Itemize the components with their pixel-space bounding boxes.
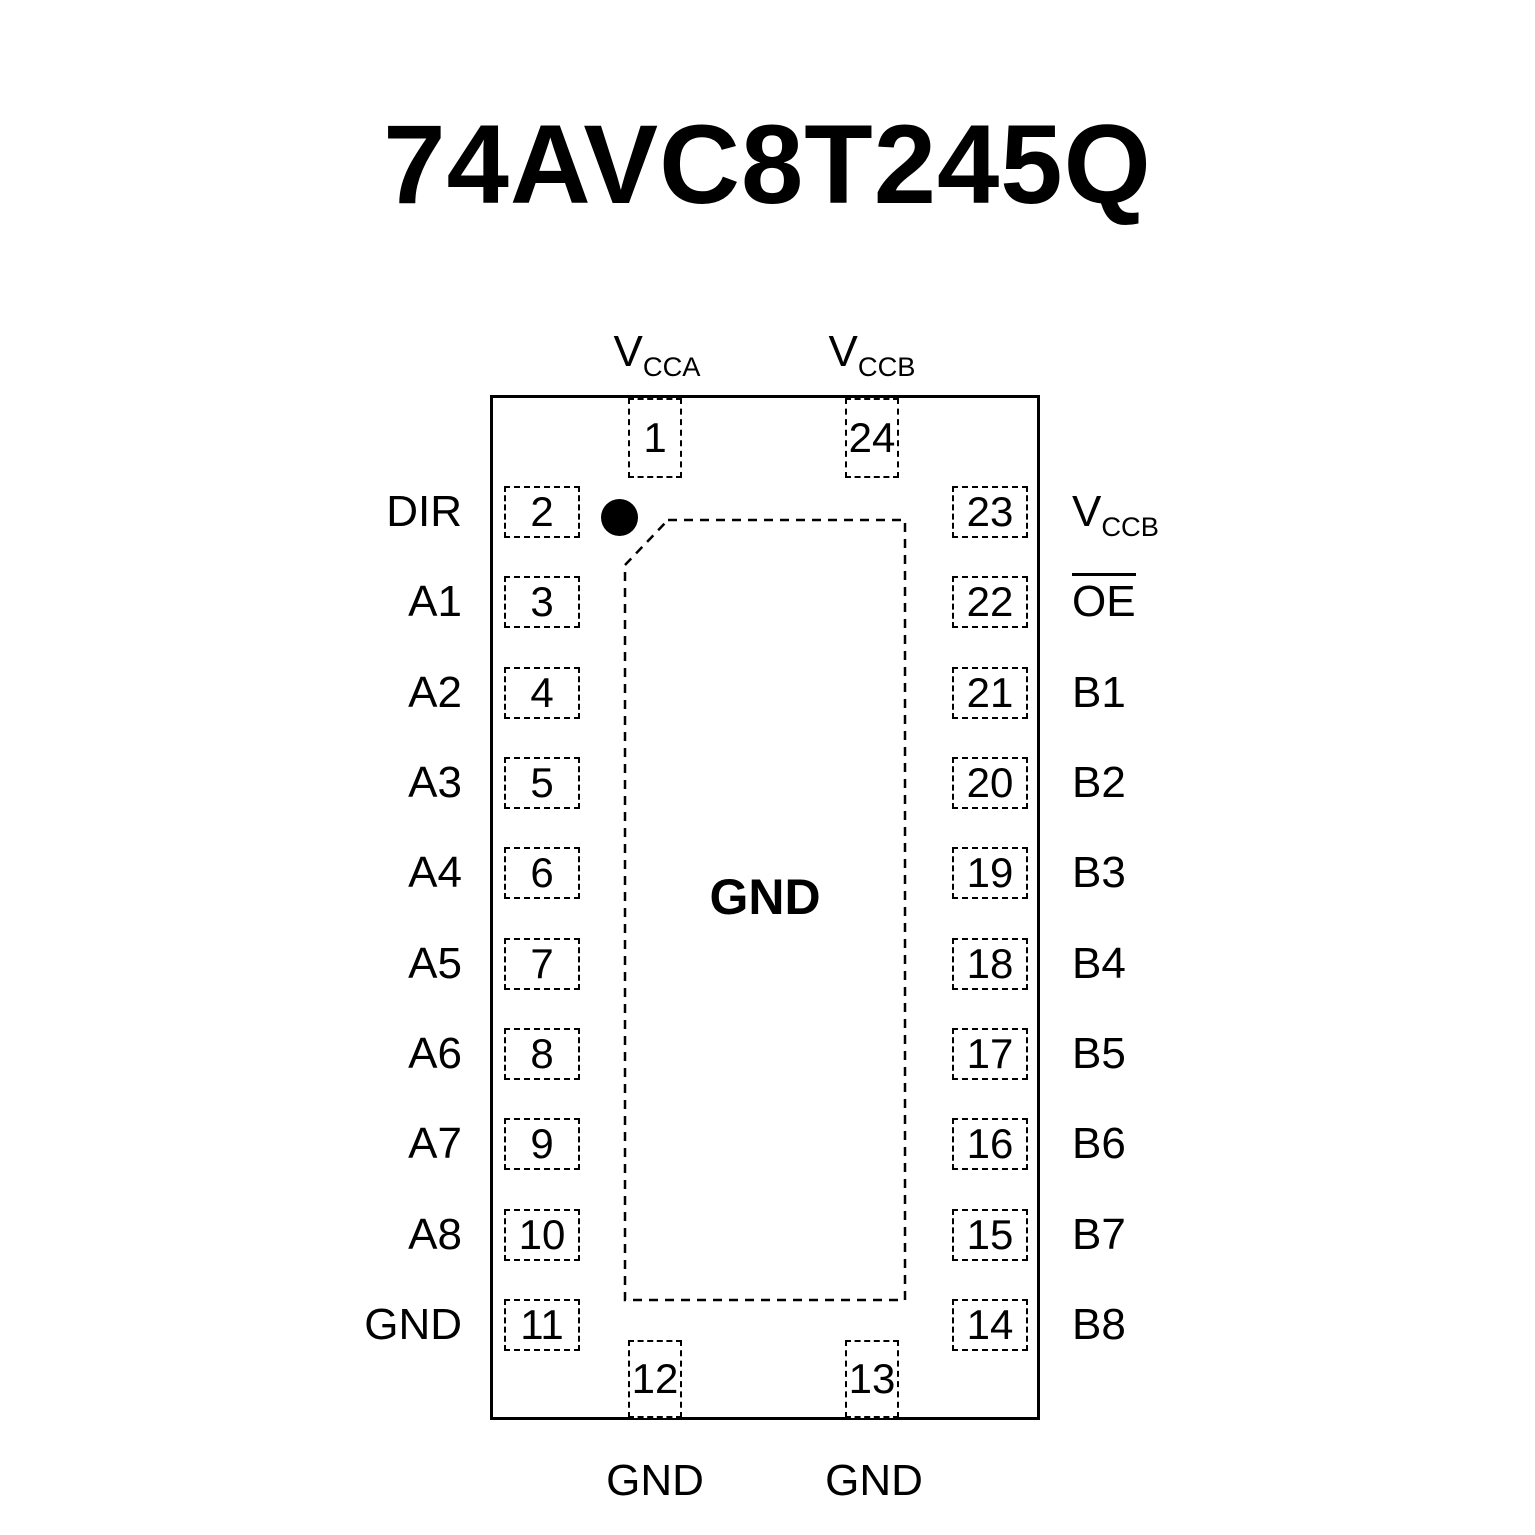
pin-1-label: VCCA (613, 327, 701, 382)
pin-20-box: 20 (952, 757, 1028, 809)
pin-17-label: B5 (1072, 1029, 1126, 1078)
pin-21-box: 21 (952, 667, 1028, 719)
pin-3-box: 3 (504, 576, 580, 628)
pin-21-label: B1 (1072, 668, 1126, 717)
pin-7-box: 7 (504, 938, 580, 990)
pin-16-box: 16 (952, 1118, 1028, 1170)
pin-14-box: 14 (952, 1299, 1028, 1351)
chip-package-outline (490, 395, 1040, 1420)
pin-7-label: A5 (408, 939, 462, 988)
pin-12-box: 12 (628, 1340, 682, 1418)
pin-4-box: 4 (504, 667, 580, 719)
pin-10-box: 10 (504, 1209, 580, 1261)
pin-16-label: B6 (1072, 1119, 1126, 1168)
pin-3-label: A1 (408, 577, 462, 626)
pin-5-label: A3 (408, 758, 462, 807)
pin-11-label: GND (364, 1300, 462, 1349)
pin-18-box: 18 (952, 938, 1028, 990)
pin-24-box: 24 (845, 398, 899, 478)
pin-23-box: 23 (952, 486, 1028, 538)
pin-17-box: 17 (952, 1028, 1028, 1080)
pin-23-label: VCCB (1072, 487, 1159, 542)
pin-6-label: A4 (408, 848, 462, 897)
pin-13-label: GND (825, 1456, 923, 1505)
pin-15-label: B7 (1072, 1210, 1126, 1259)
pin-10-label: A8 (408, 1210, 462, 1259)
thermal-pad-label: GND (709, 869, 821, 925)
pin-24-number: 24 (848, 414, 896, 461)
page-title: 74AVC8T245Q (383, 102, 1152, 227)
pin-9-label: A7 (408, 1119, 462, 1168)
pin-5-box: 5 (504, 757, 580, 809)
pin1-indicator-dot (601, 499, 638, 536)
pin-22-label: OE (1072, 573, 1136, 628)
pin-8-label: A6 (408, 1029, 462, 1078)
pin-24-label: VCCB (828, 327, 916, 382)
pin-4-label: A2 (408, 668, 462, 717)
pin-8-box: 8 (504, 1028, 580, 1080)
pin-1-box: 1 (628, 398, 682, 478)
pin-6-box: 6 (504, 847, 580, 899)
pin-15-box: 15 (952, 1209, 1028, 1261)
pin-19-label: B3 (1072, 848, 1126, 897)
pin-20-label: B2 (1072, 758, 1126, 807)
pin-9-box: 9 (504, 1118, 580, 1170)
pin-12-label: GND (606, 1456, 704, 1505)
thermal-pad-outline (623, 518, 907, 1302)
pin-14-label: B8 (1072, 1300, 1126, 1349)
pin-19-box: 19 (952, 847, 1028, 899)
pin-22-box: 22 (952, 576, 1028, 628)
pin-18-label: B4 (1072, 939, 1126, 988)
pin-13-number: 13 (848, 1355, 896, 1402)
pin-11-box: 11 (504, 1299, 580, 1351)
pin-2-label: DIR (386, 487, 462, 536)
pin-12-number: 12 (631, 1355, 679, 1402)
pin-1-number: 1 (643, 414, 667, 461)
pin-13-box: 13 (845, 1340, 899, 1418)
pin-2-box: 2 (504, 486, 580, 538)
